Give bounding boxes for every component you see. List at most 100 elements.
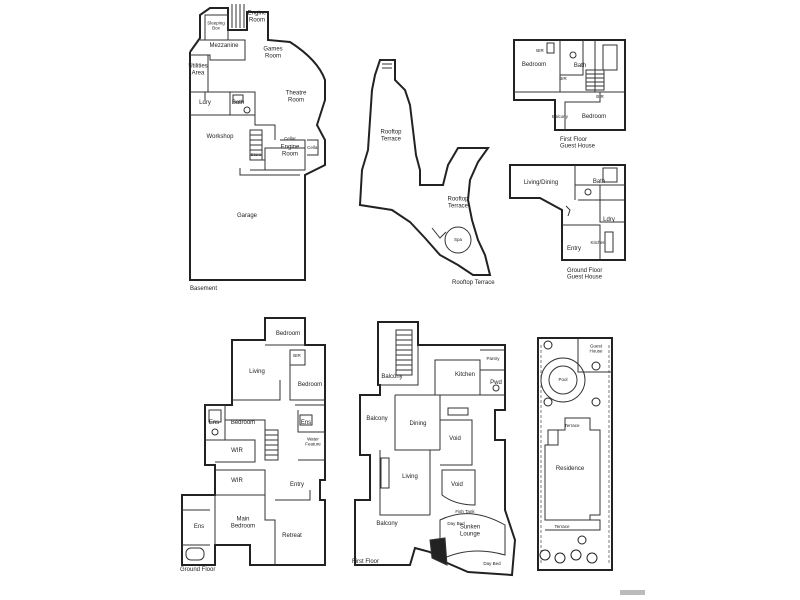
ff-balcony-top-label: Balcony — [381, 374, 402, 380]
spa-steps — [431, 227, 447, 239]
cellar-label: Cellar — [284, 136, 296, 141]
ff-void-lower-wall — [441, 469, 476, 506]
gf-stair — [264, 429, 279, 461]
ffg-balcony-label: Balcony — [552, 114, 569, 119]
ffg-bath-label: Bath — [574, 63, 586, 69]
gfg-stair-sweep — [565, 205, 571, 217]
gfg-living-dining-label: Living/Dining — [524, 180, 558, 186]
site-terrace-bottom — [545, 519, 601, 531]
ground-floor-guest-plan: Living/Dining Bath Ldry Entry Kitchen Gr… — [509, 164, 626, 281]
gf-ens-bottom-wall — [182, 509, 210, 546]
gfg-partitions — [574, 165, 625, 223]
site-pool-label: Pool — [558, 377, 567, 382]
gf-ens-mid-label: Ens — [301, 420, 311, 426]
ff-tv-cabinet — [380, 457, 390, 489]
ff-island-bench — [447, 407, 469, 416]
ffg-bir-box — [546, 42, 555, 54]
site-residence-label: Residence — [556, 466, 585, 472]
gf-main-bedroom-wall — [214, 495, 276, 565]
cellar-abbr-label: Cellar — [307, 145, 319, 150]
gfg-kitchen-wall — [562, 224, 601, 260]
gf-living-label: Living — [249, 369, 265, 375]
ff-kitchen-label: Kitchen — [455, 372, 475, 378]
gf-wir-lower-label: WIR — [231, 478, 243, 484]
gf-outer-wall — [181, 317, 326, 566]
gfg-outer-wall — [509, 164, 626, 261]
corner-mark — [620, 590, 645, 595]
rooftop-caption: Rooftop Terrace — [452, 280, 495, 286]
gfg-kitchen-label: Kitchen — [590, 240, 606, 245]
workshop-label: Workshop — [207, 134, 235, 140]
spa-label: Spa — [454, 237, 463, 242]
ff-fish-tank-label: Fish Tank — [455, 509, 475, 514]
gf-retreat-label: Retreat — [282, 533, 302, 539]
site-trees — [539, 340, 601, 564]
ff-balcony-bottom-label: Balcony — [376, 521, 397, 527]
tree-icon — [543, 397, 553, 407]
tree-icon — [591, 397, 601, 407]
gf-ens-shower — [208, 409, 222, 423]
ff-pantry-label: Pantry — [486, 356, 500, 361]
ff-sunken-lounge — [439, 513, 506, 561]
ground-floor-plan: Bedroom BIR Living Bedroom Ens Bedroom E… — [180, 317, 326, 573]
basement-bath-label: Bath — [232, 100, 244, 106]
gf-ens-bottom-label: Ens — [194, 524, 204, 530]
site-terrace-top — [547, 430, 559, 446]
store-label: Store — [251, 152, 262, 157]
site-guest-house — [577, 338, 612, 373]
ff-pantry-pwd-wall — [480, 349, 505, 396]
basin-fixture — [232, 94, 244, 103]
tree-icon — [539, 549, 551, 561]
site-terrace-bottom-label: Terrace — [554, 524, 570, 529]
tree-icon — [591, 361, 601, 371]
rooftop-stair — [382, 59, 392, 69]
garage-label: Garage — [237, 213, 258, 219]
ff-void-upper-label: Void — [449, 436, 461, 442]
ffg-hall — [560, 91, 601, 130]
basement-stair-top — [231, 4, 245, 28]
ffg-bir-left-label: BIR — [536, 48, 544, 53]
gfg-ldry-label: Ldry — [603, 217, 615, 223]
ff-day-bed-bottom-label: Day Bed — [483, 561, 501, 566]
gf-bedroom-mid-label: Bedroom — [231, 420, 255, 426]
gf-bedroom-right-label: Bedroom — [298, 382, 322, 388]
ffg-bath-tub — [602, 44, 618, 71]
gf-water-feature-wall — [298, 431, 326, 461]
ff-pwd-label: Pwd — [490, 380, 502, 386]
spa-outline — [444, 226, 472, 254]
tree-icon — [577, 535, 587, 545]
site-boundary — [537, 337, 613, 571]
ff-caption: First Floor — [352, 559, 379, 565]
tree-icon — [543, 340, 553, 350]
ff-dining-wall — [394, 394, 441, 451]
gfg-shower — [602, 167, 618, 183]
ffg-bir-mid-label: BIR — [559, 76, 567, 81]
ffg-stair — [585, 69, 605, 91]
gf-bir-label: BIR — [293, 353, 301, 358]
gf-wir-lower-wall — [215, 469, 266, 496]
gf-wir-upper-wall — [215, 439, 256, 463]
first-floor-guest-plan: Bedroom Bath BIR BIR BIR Balcony Bedroom… — [513, 39, 626, 150]
ffg-bedroom-left-label: Bedroom — [522, 62, 546, 68]
ff-void-lower-label: Void — [451, 482, 463, 488]
site-hedge-lines — [540, 345, 610, 565]
tree-icon — [554, 552, 566, 564]
gfg-kitchen-bench — [604, 231, 614, 253]
ff-balcony-left-label: Balcony — [366, 416, 387, 422]
toilet-fixture — [243, 106, 251, 114]
gf-ens-toilet — [211, 428, 219, 436]
ff-void-upper-wall — [440, 419, 473, 466]
site-residence — [544, 417, 601, 521]
ff-fireplace — [429, 537, 448, 566]
